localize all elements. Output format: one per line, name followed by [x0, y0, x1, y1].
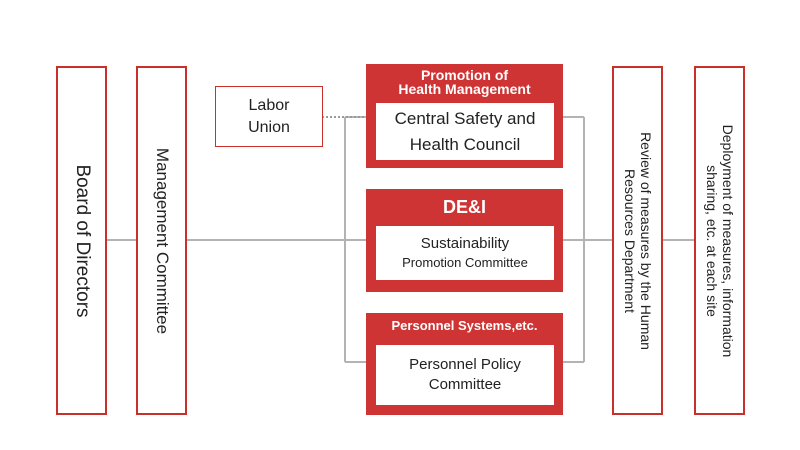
health-management-title: Promotion of Health Management — [366, 68, 563, 96]
site-deployment-label: Deployment of measures, information shar… — [703, 124, 736, 357]
labor-union-line1: Labor — [248, 96, 290, 114]
dei-body-line2: Promotion Committee — [402, 255, 528, 271]
site-deployment-line1: Deployment of measures, information — [719, 124, 736, 357]
labor-union-box: Labor Union — [215, 86, 323, 147]
hr-review-label: Review of measures by the Human Resource… — [621, 131, 654, 350]
site-deployment-box: Deployment of measures, information shar… — [694, 66, 745, 415]
board-of-directors-label: Board of Directors — [71, 163, 93, 318]
health-body-line1: Central Safety and — [394, 109, 536, 128]
management-committee-box: Management Committee — [136, 66, 187, 415]
personnel-systems-block: Personnel Systems,etc. Personnel Policy … — [366, 313, 563, 415]
dei-block: DE&I Sustainability Promotion Committee — [366, 189, 563, 292]
health-body-line2: Health Council — [409, 134, 521, 154]
dei-body-line1: Sustainability — [420, 235, 510, 253]
management-committee-label: Management Committee — [152, 147, 172, 334]
central-safety-council-box: Central Safety and Health Council — [376, 103, 554, 160]
personnel-policy-committee-box: Personnel Policy Committee — [376, 345, 554, 405]
dei-title: DE&I — [442, 197, 486, 217]
personnel-title: Personnel Systems,etc. — [391, 318, 538, 333]
hr-review-line1: Review of measures by the Human — [637, 131, 654, 350]
site-deployment-line2: sharing, etc. at each site — [703, 164, 720, 317]
health-title-line1: Promotion of — [420, 67, 509, 83]
board-of-directors-box: Board of Directors — [56, 66, 107, 415]
personnel-body-line1: Personnel Policy — [409, 355, 521, 373]
sustainability-committee-box: Sustainability Promotion Committee — [376, 226, 554, 280]
personnel-body-line2: Committee — [428, 376, 502, 393]
labor-union-line2: Union — [248, 118, 290, 136]
health-title-line2: Health Management — [398, 81, 531, 97]
health-management-block: Promotion of Health Management Central S… — [366, 64, 563, 168]
hr-review-box: Review of measures by the Human Resource… — [612, 66, 663, 415]
hr-review-line2: Resources Department — [621, 168, 638, 313]
